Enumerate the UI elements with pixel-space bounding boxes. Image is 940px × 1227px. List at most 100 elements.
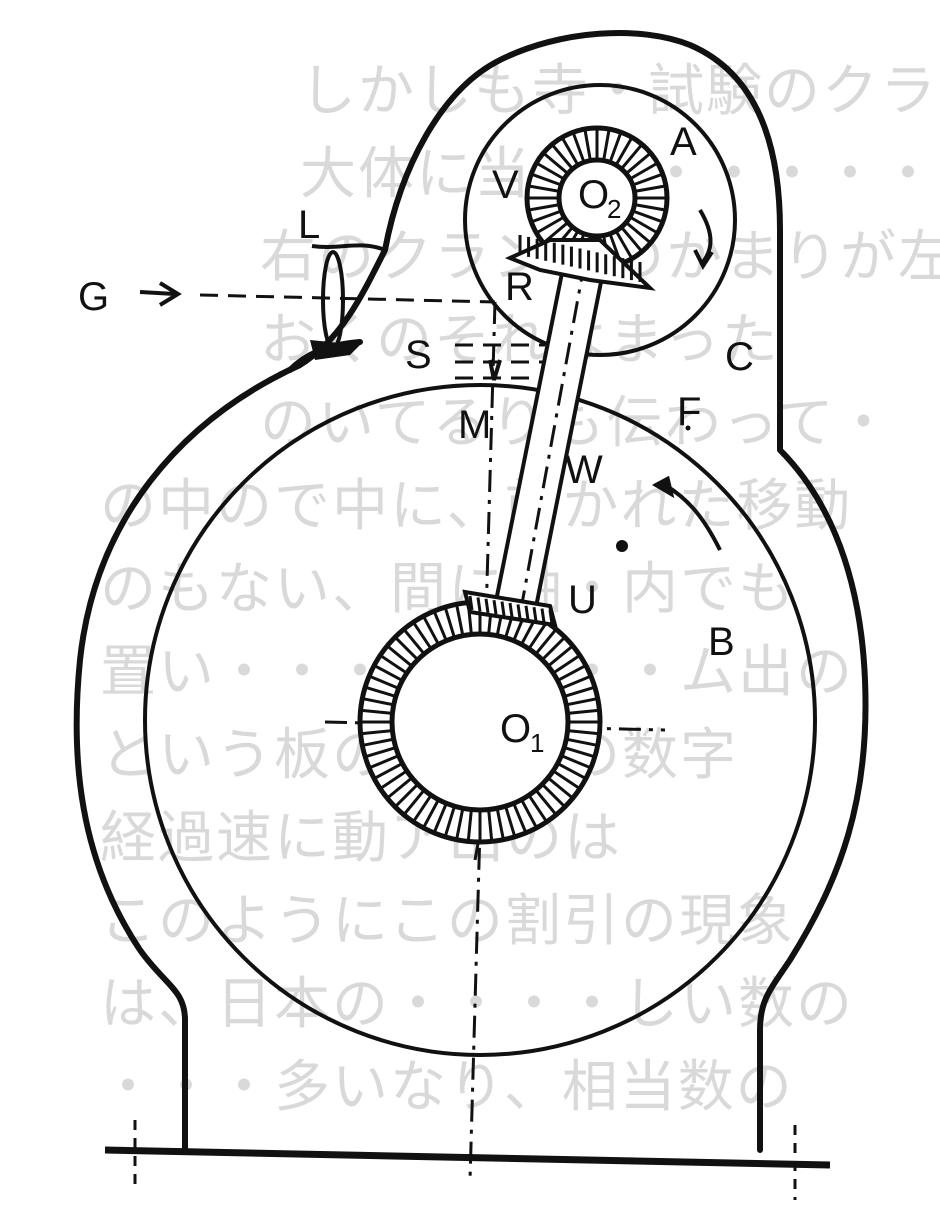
label-l: L [298, 203, 320, 247]
gear-tooth [368, 754, 400, 770]
bevel-tooth [508, 602, 514, 618]
gear-tooth [563, 685, 596, 698]
gear-tooth [455, 604, 465, 636]
gear-tooth [455, 808, 465, 840]
gear-tooth [602, 128, 611, 161]
gear-tooth [432, 802, 448, 834]
label-u: U [568, 578, 597, 622]
ground-line [104, 1146, 831, 1169]
gear-tooth [512, 802, 528, 834]
gear-tooth [362, 697, 394, 707]
gear-tooth [542, 151, 569, 175]
bevel-tooth [524, 605, 530, 621]
bevel-upper-teeth [518, 235, 642, 282]
gear-tooth [432, 610, 448, 642]
rotation-arrow-b-head [651, 475, 675, 499]
gear-tooth [402, 789, 426, 816]
gear-tooth [364, 746, 397, 759]
gear-tooth [527, 203, 560, 212]
bevel-tooth [548, 609, 554, 625]
rotation-arrow-a [698, 208, 713, 264]
gear-tooth [412, 621, 433, 650]
gear-tooth [608, 131, 623, 163]
housing-outline [73, 30, 869, 1153]
gear-tooth [386, 644, 413, 668]
gear-tooth [379, 654, 408, 675]
gear-tooth [567, 729, 600, 736]
bevel-tooth [476, 597, 482, 612]
gear-tooth [567, 708, 600, 715]
gear-tooth [422, 798, 440, 829]
background-text-line: の中ので中に、前かれた移動 [100, 474, 852, 539]
label-r: R [505, 265, 534, 309]
gear-tooth [394, 783, 419, 808]
label-m: M [458, 403, 491, 447]
bevel-tooth [492, 599, 498, 615]
gear-tooth [373, 664, 404, 682]
gear-tooth [634, 184, 667, 193]
label-f: F [677, 390, 701, 434]
gear-tooth [560, 136, 580, 166]
gear-tooth [632, 209, 664, 224]
gear-tooth [614, 136, 634, 166]
gear-tooth [373, 762, 404, 780]
gear-tooth [535, 161, 565, 181]
ledge-inner [311, 243, 386, 252]
bevel-tooth [532, 606, 538, 622]
gear-tooth [360, 708, 393, 715]
gear-tooth [402, 628, 426, 655]
label-s: S [405, 333, 432, 377]
gear-tooth [556, 762, 587, 780]
gear-tooth [534, 628, 558, 655]
gear-tooth [364, 685, 397, 698]
lens-mount [310, 340, 360, 360]
arrow-m [488, 359, 502, 381]
gear-tooth [552, 769, 581, 790]
gear-tooth [550, 143, 574, 170]
gear-tooth [362, 737, 394, 747]
gear-tooth [614, 230, 634, 260]
large-wheel-b [143, 383, 817, 1057]
label-a: A [670, 120, 697, 164]
gear-tooth [571, 131, 586, 163]
gear-tooth [560, 674, 592, 690]
gear-tooth [547, 776, 574, 800]
gear-tooth [360, 729, 393, 736]
label-b: B [708, 620, 735, 664]
gear-tooth [634, 203, 667, 212]
label-c: C [725, 335, 754, 379]
gear-tooth [394, 636, 419, 661]
gear-tooth [563, 746, 596, 759]
gear-tooth [632, 172, 664, 187]
bevel-tooth [500, 601, 506, 616]
gear-tooth [620, 226, 644, 253]
bevel-lower-teeth [468, 595, 554, 625]
gear-tooth [504, 805, 517, 838]
bevel-tooth [484, 598, 490, 614]
gear-tooth [535, 215, 565, 235]
bevel-tooth [468, 595, 474, 611]
background-text-line: しかしも寺・試験のクランクカ [300, 59, 940, 124]
label-o1-sub: 1 [530, 728, 544, 758]
light-path-g [199, 293, 496, 304]
gear-tooth [530, 172, 562, 187]
gear-tooth [534, 789, 558, 816]
gear-tooth [566, 737, 598, 747]
gear-tooth [541, 783, 566, 808]
marker-dot [616, 540, 628, 552]
gear-tooth [466, 809, 473, 842]
gear-tooth [487, 809, 494, 842]
gear-tooth [625, 151, 652, 175]
gear-inner-rim [389, 631, 571, 813]
bevel-tooth [540, 608, 546, 623]
label-o1: O [500, 707, 531, 751]
label-g: G [78, 275, 109, 319]
arrow-g [139, 281, 182, 307]
gear-tooth [412, 794, 433, 823]
gear-tooth [620, 143, 644, 170]
gear-tooth [443, 805, 456, 838]
gear-tooth [379, 769, 408, 790]
gear-tooth [527, 794, 548, 823]
gear-tooth [443, 606, 456, 639]
label-o2: O [578, 173, 609, 217]
